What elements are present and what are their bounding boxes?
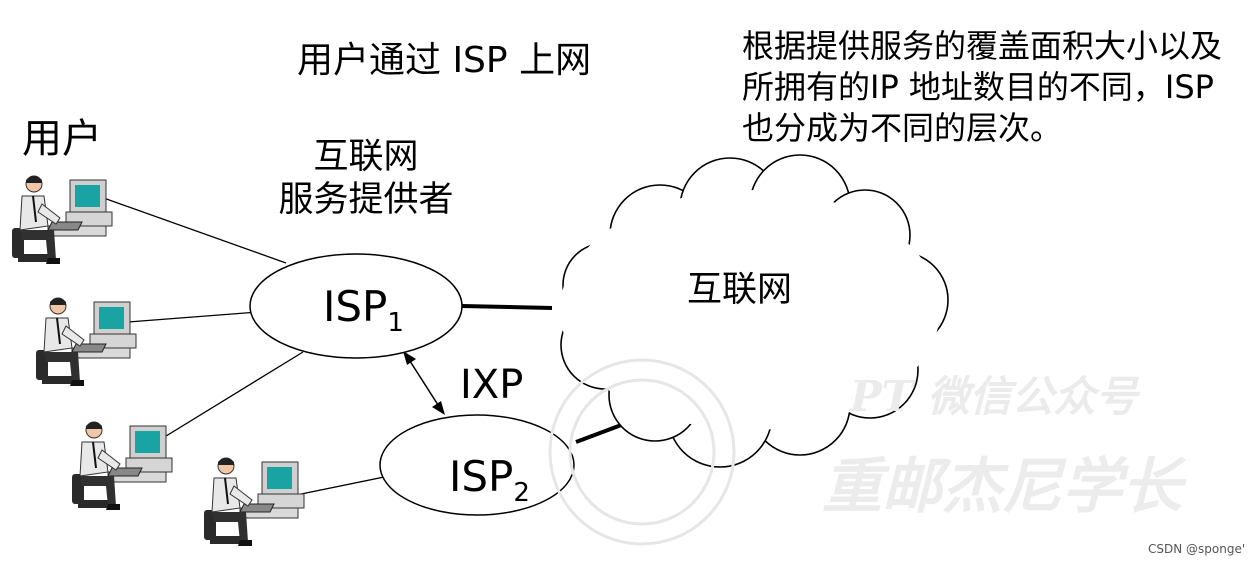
watermark-line1: PT 微信公众号 <box>850 372 1138 421</box>
internet-label: 互联网 <box>687 270 793 310</box>
ixp-label: IXP <box>460 362 524 408</box>
user-workstation-4 <box>203 457 305 547</box>
isp2-base: ISP <box>449 452 514 501</box>
isp1-label: ISP1 <box>323 282 404 339</box>
isp-description: 互联网 服务提供者 <box>266 136 466 221</box>
watermark-line2: 重邮杰尼学长 <box>822 452 1182 522</box>
isp1-ellipse <box>249 253 463 359</box>
users-label: 用户 <box>22 116 102 162</box>
isp2-sub: 2 <box>513 478 530 508</box>
isp-description-line-1: 互联网 <box>313 137 419 177</box>
isp2-label: ISP2 <box>449 452 530 509</box>
description-line-2: 所拥有的IP 地址数目的不同，ISP <box>742 67 1214 106</box>
description-line-3: 也分成为不同的层次。 <box>742 108 1063 147</box>
watermark-seal <box>548 358 736 546</box>
credit-text: CSDN @sponge' <box>1148 542 1246 556</box>
isp2-ellipse <box>379 414 575 516</box>
user-workstation-2 <box>35 297 137 387</box>
user-workstation-3 <box>71 421 173 511</box>
isp1-sub: 1 <box>387 308 404 338</box>
page-title: 用户通过 ISP 上网 <box>297 40 592 81</box>
description: 根据提供服务的覆盖面积大小以及 所拥有的IP 地址数目的不同，ISP 也分成为不… <box>742 26 1222 149</box>
isp1-base: ISP <box>323 282 388 331</box>
description-line-1: 根据提供服务的覆盖面积大小以及 <box>742 27 1223 65</box>
isp-description-line-2: 服务提供者 <box>278 179 454 220</box>
user-workstation-1 <box>11 175 113 265</box>
